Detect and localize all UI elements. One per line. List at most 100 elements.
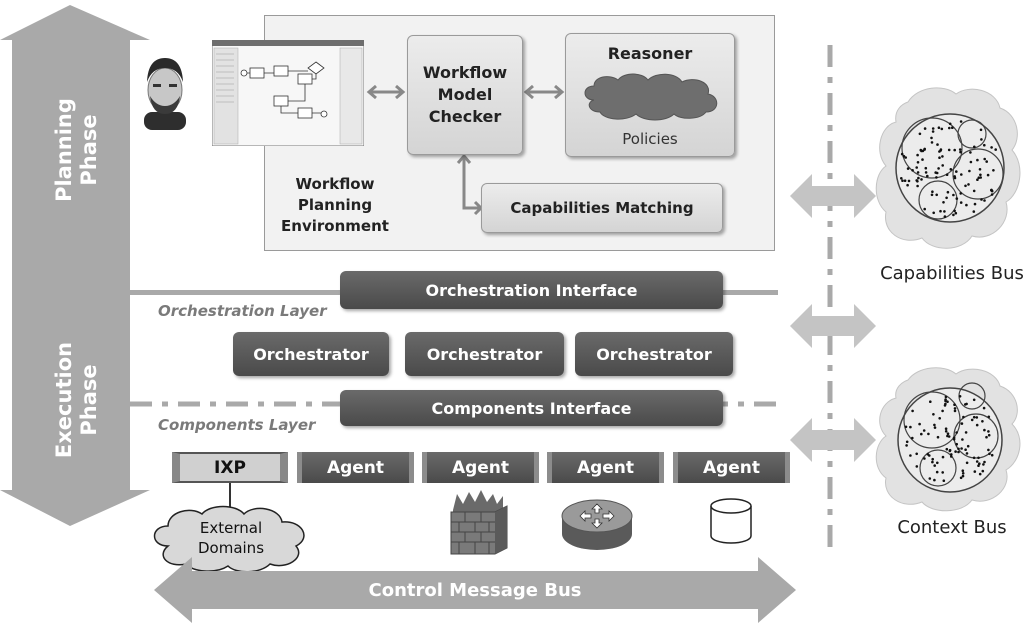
cloud-dot: [916, 180, 919, 183]
cloud-dot: [945, 196, 948, 200]
cloud-dot: [972, 398, 976, 402]
cloud-dot: [923, 148, 926, 151]
cloud-dot: [994, 148, 997, 151]
cloud-dot: [944, 395, 948, 399]
cloud-dot: [943, 404, 947, 407]
cloud-dot: [988, 452, 991, 456]
cloud-dot: [978, 462, 981, 465]
cloud-dot: [960, 447, 963, 450]
cloud-dot: [935, 470, 939, 474]
cloud-dot: [932, 413, 935, 416]
cloud-dot: [924, 171, 928, 174]
cloud-dot: [915, 166, 918, 169]
orchestrator-label: Orchestrator: [253, 344, 369, 364]
cloud-dot: [958, 148, 962, 151]
cloud-dot: [938, 150, 941, 153]
firewall-icon: [450, 490, 508, 555]
cloud-dot: [978, 168, 982, 171]
cloud-dot: [949, 168, 953, 171]
ixp-connector-line: [229, 483, 231, 511]
context-bus-label: Context Bus: [897, 517, 1007, 538]
reasoner-policies-label: Policies: [622, 130, 678, 148]
cloud-dot: [979, 128, 983, 132]
cloud-dot: [919, 148, 923, 152]
database-icon: [710, 498, 752, 544]
cloud-dot: [947, 435, 951, 438]
execution-phase-label: Execution Phase: [52, 341, 101, 459]
cloud-dot: [942, 479, 946, 482]
cloud-dot: [900, 177, 903, 180]
cloud-dot: [948, 448, 952, 452]
cloud-dot: [911, 436, 914, 440]
capabilities-bus-label: Capabilities Bus: [880, 263, 1024, 284]
cloud-dot: [983, 199, 986, 202]
cloud-dot: [947, 148, 951, 152]
reasoner-cloud-icon: [584, 73, 718, 121]
cloud-dot: [975, 460, 979, 463]
cloud-dot: [954, 211, 958, 215]
cloud-dot: [959, 120, 963, 123]
cloud-dot: [911, 409, 914, 413]
cloud-dot: [979, 173, 982, 177]
cloud-dot: [928, 454, 931, 457]
orchestrator-label: Orchestrator: [426, 344, 543, 364]
middle-bus-double-arrow: [790, 304, 876, 348]
cloud-dot: [983, 143, 986, 147]
components-interface-label: Components Interface: [431, 398, 632, 418]
agent-4: Agent: [673, 452, 790, 483]
cloud-dot: [931, 460, 934, 464]
cloud-dot: [944, 398, 947, 401]
cloud-dot: [945, 173, 949, 176]
cloud-dot: [915, 465, 919, 468]
cloud-dot: [931, 130, 935, 133]
cloud-dot: [961, 472, 965, 475]
cloud-dot: [909, 425, 912, 429]
cloud-dot: [983, 157, 986, 161]
cloud-dot: [981, 469, 985, 473]
user-avatar-icon: [144, 58, 186, 130]
cloud-dot: [977, 176, 981, 179]
cloud-dot: [964, 448, 967, 451]
cloud-dot: [990, 146, 993, 149]
workflow-model-checker-label: Workflow Model Checker: [422, 63, 508, 126]
cloud-dot: [983, 428, 986, 432]
agent-label: Agent: [702, 457, 761, 478]
cloud-dot: [992, 169, 995, 172]
agent-3: Agent: [547, 452, 664, 483]
cloud-dot: [935, 176, 938, 179]
cloud-dot: [959, 150, 962, 154]
cloud-dot: [973, 145, 976, 149]
cloud-dot: [972, 456, 976, 460]
cloud-dot: [957, 450, 960, 454]
cloud-dot: [980, 138, 983, 141]
cloud-dot: [938, 156, 941, 159]
cloud-dot: [948, 122, 952, 126]
cloud-dot: [953, 407, 957, 410]
cloud-dot: [906, 167, 910, 170]
vertical-dashdot-separator: [827, 45, 833, 550]
cloud-dot: [923, 207, 926, 211]
cloud-dot: [973, 202, 977, 206]
cloud-dot: [952, 213, 955, 217]
orchestration-interface-label: Orchestration Interface: [425, 280, 638, 300]
cloud-dot: [930, 141, 934, 144]
control-message-bus-arrow: [154, 557, 796, 623]
cloud-dot: [970, 418, 974, 422]
cloud-dot: [966, 444, 970, 448]
cloud-dot: [953, 409, 957, 413]
cloud-dot: [938, 417, 941, 420]
agent-1: Agent: [297, 452, 414, 483]
cloud-dot: [946, 190, 950, 194]
cloud-dot: [944, 427, 948, 430]
cloud-dot: [916, 161, 920, 164]
cloud-dot: [916, 171, 920, 174]
cloud-dot: [923, 457, 926, 460]
cloud-dot: [961, 438, 964, 441]
cloud-dot: [930, 136, 933, 140]
cloud-dot: [986, 173, 990, 177]
cloud-dot: [941, 455, 945, 459]
cloud-dot: [905, 440, 909, 444]
orchestrator-label: Orchestrator: [596, 344, 712, 364]
cloud-dot: [985, 435, 988, 439]
agent-label: Agent: [326, 457, 385, 478]
